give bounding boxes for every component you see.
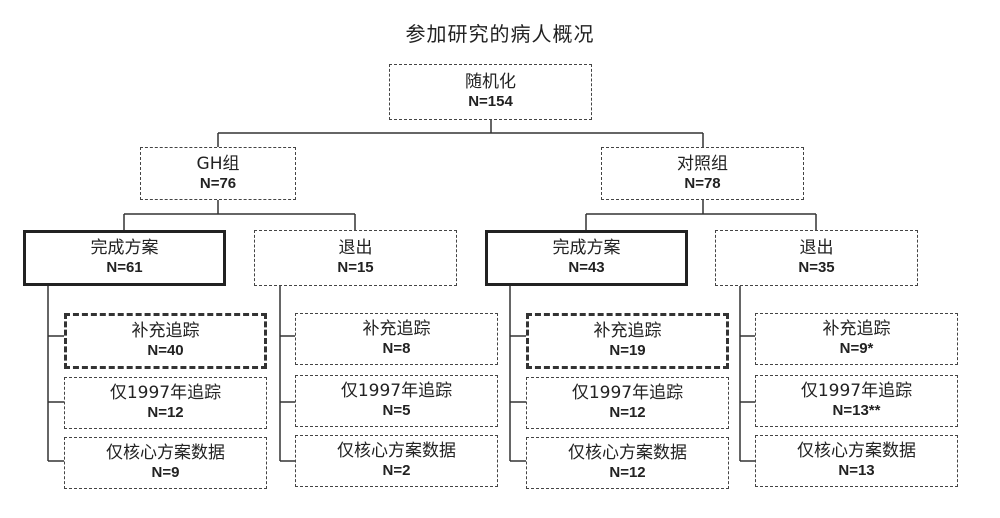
node-label: 仅1997年追踪 xyxy=(340,381,453,401)
node-count: N=154 xyxy=(468,93,513,111)
node-count: N=78 xyxy=(684,174,721,192)
gh-withdrawn-1997-box: 仅1997年追踪 N=5 xyxy=(295,375,498,427)
node-count: N=12 xyxy=(609,404,646,422)
node-count: N=76 xyxy=(199,174,237,192)
node-label: 退出 xyxy=(338,238,373,258)
node-count: N=9* xyxy=(839,340,874,358)
node-label: 退出 xyxy=(799,238,834,258)
control-withdrawn-core-box: 仅核心方案数据 N=13 xyxy=(755,435,958,487)
gh-complete-box: 完成方案 N=61 xyxy=(23,230,226,286)
gh-group-box: GH组 N=76 xyxy=(140,147,296,200)
node-count: N=13 xyxy=(838,462,875,480)
node-label: 补充追踪 xyxy=(593,321,662,341)
control-complete-core-box: 仅核心方案数据 N=12 xyxy=(526,437,729,489)
gh-complete-1997-box: 仅1997年追踪 N=12 xyxy=(64,377,267,429)
node-label: 随机化 xyxy=(465,72,516,92)
node-label: 完成方案 xyxy=(552,238,621,258)
randomization-box: 随机化 N=154 xyxy=(389,64,592,120)
node-label: 补充追踪 xyxy=(362,319,431,339)
node-label: 补充追踪 xyxy=(822,319,891,339)
control-withdrawn-box: 退出 N=35 xyxy=(715,230,918,286)
control-complete-box: 完成方案 N=43 xyxy=(485,230,688,286)
control-complete-1997-box: 仅1997年追踪 N=12 xyxy=(526,377,729,429)
control-withdrawn-1997-box: 仅1997年追踪 N=13** xyxy=(755,375,958,427)
gh-complete-core-box: 仅核心方案数据 N=9 xyxy=(64,437,267,489)
gh-withdrawn-followup-box: 补充追踪 N=8 xyxy=(295,313,498,365)
node-count: N=5 xyxy=(382,402,411,420)
node-count: N=12 xyxy=(147,404,184,422)
gh-complete-followup-box: 补充追踪 N=40 xyxy=(64,313,267,369)
node-count: N=40 xyxy=(147,342,184,360)
node-label: 仅1997年追踪 xyxy=(800,381,913,401)
control-complete-followup-box: 补充追踪 N=19 xyxy=(526,313,729,369)
node-label: 补充追踪 xyxy=(131,321,200,341)
control-group-box: 对照组 N=78 xyxy=(601,147,804,200)
diagram-title: 参加研究的病人概况 xyxy=(405,22,595,46)
node-label: 仅核心方案数据 xyxy=(106,443,225,463)
node-count: N=61 xyxy=(106,259,143,277)
node-label: 仅1997年追踪 xyxy=(571,383,684,403)
node-label: 仅核心方案数据 xyxy=(797,441,916,461)
node-count: N=12 xyxy=(609,464,646,482)
node-count: N=43 xyxy=(568,259,605,277)
node-label: GH组 xyxy=(196,153,240,174)
node-label: 仅1997年追踪 xyxy=(109,383,222,403)
node-label: 完成方案 xyxy=(90,238,159,258)
node-count: N=35 xyxy=(798,259,835,277)
node-count: N=2 xyxy=(382,462,411,480)
node-count: N=9 xyxy=(151,464,180,482)
node-count: N=15 xyxy=(337,259,374,277)
gh-withdrawn-box: 退出 N=15 xyxy=(254,230,457,286)
node-count: N=8 xyxy=(382,340,411,358)
node-count: N=13** xyxy=(832,402,881,420)
control-withdrawn-followup-box: 补充追踪 N=9* xyxy=(755,313,958,365)
node-label: 仅核心方案数据 xyxy=(337,441,456,461)
node-count: N=19 xyxy=(609,342,646,360)
node-label: 仅核心方案数据 xyxy=(568,443,687,463)
gh-withdrawn-core-box: 仅核心方案数据 N=2 xyxy=(295,435,498,487)
node-label: 对照组 xyxy=(677,153,728,174)
